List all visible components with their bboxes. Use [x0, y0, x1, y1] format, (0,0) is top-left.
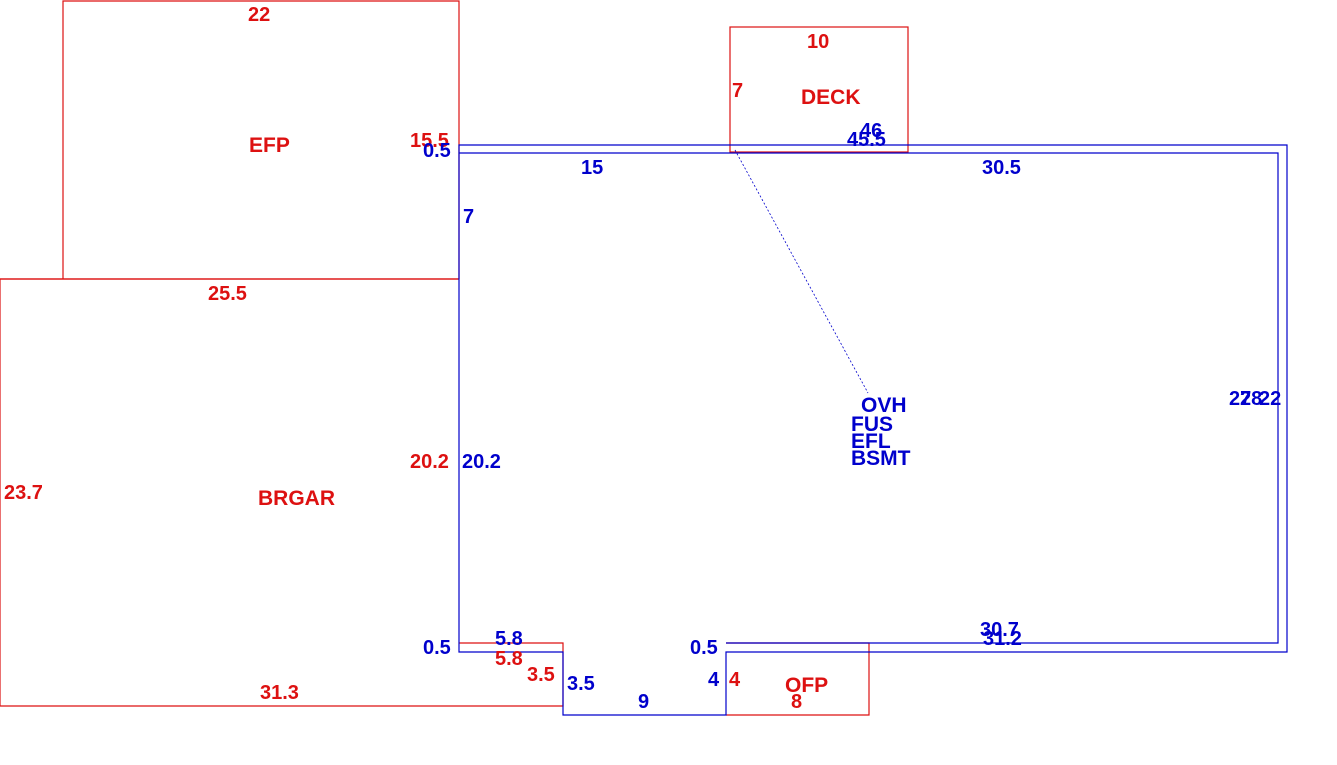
- dim-ofp-left: 4: [729, 669, 741, 691]
- dim-efp-bottom: 25.5: [208, 283, 247, 305]
- dim-main-right-c: 22: [1259, 388, 1281, 410]
- area-code-ovh: OVH: [861, 394, 907, 417]
- dim-step-top-red: 5.8: [495, 648, 523, 670]
- dim-brgar-shared: 20.2: [410, 451, 449, 473]
- area-code-fus: FUS: [851, 413, 893, 436]
- deck-leader-line: [734, 149, 869, 394]
- dim-main-right-b: 28: [1240, 388, 1262, 410]
- dim-main-top-left: 15: [581, 157, 603, 179]
- dim-main-top-right: 30.5: [982, 157, 1021, 179]
- main-inner-offset-line: [459, 152, 1279, 644]
- dim-main-left-upper: 7: [463, 206, 474, 228]
- dim-brgar-bottom: 31.3: [260, 682, 299, 704]
- efp-outline: [62, 0, 460, 279]
- dim-ofp-bottom: 8: [791, 691, 802, 713]
- dim-main-deck-top-b: 45.5: [847, 129, 886, 151]
- dim-bump-corner-offset: 0.5: [690, 637, 718, 659]
- efp-section: [0, 0, 460, 280]
- dim-efp-top: 22: [248, 4, 270, 26]
- main-outer-outline: [458, 144, 1288, 716]
- deck-outline: [729, 26, 909, 153]
- area-label-efp: EFP: [249, 134, 290, 157]
- brgar-outline: [0, 278, 564, 707]
- dim-deck-left: 7: [732, 80, 743, 102]
- area-label-brgar: BRGAR: [258, 487, 335, 510]
- area-code-efl: EFL: [851, 430, 891, 453]
- dim-efp-right: 15.5: [410, 130, 449, 152]
- dim-step-side-blue: 3.5: [567, 673, 595, 695]
- dim-bump-bottom: 9: [638, 691, 649, 713]
- area-label-deck: DECK: [801, 86, 861, 109]
- dim-main-right-a: 27: [1229, 388, 1251, 410]
- dim-main-left-lower: 20.2: [462, 451, 501, 473]
- area-label-ofp: OFP: [785, 674, 828, 697]
- deck-section: [729, 26, 909, 153]
- area-code-bsmt: BSMT: [851, 447, 911, 470]
- dim-bump-right: 4: [708, 669, 720, 691]
- dim-main-bottom-a: 30.7: [980, 619, 1019, 641]
- brgar-section: [0, 278, 564, 707]
- dim-step-side-red: 3.5: [527, 664, 555, 686]
- dim-deck-top: 10: [807, 31, 829, 53]
- main-living-section: [458, 144, 1288, 716]
- dim-brgar-step-offset: 0.5: [423, 637, 451, 659]
- dim-step-top-blue: 5.8: [495, 628, 523, 650]
- dim-main-bottom-b: 31.2: [983, 628, 1022, 650]
- dim-main-corner-offset: 0.5: [423, 140, 451, 162]
- dim-main-deck-top-a: 46: [860, 120, 882, 142]
- dim-brgar-left: 23.7: [4, 482, 43, 504]
